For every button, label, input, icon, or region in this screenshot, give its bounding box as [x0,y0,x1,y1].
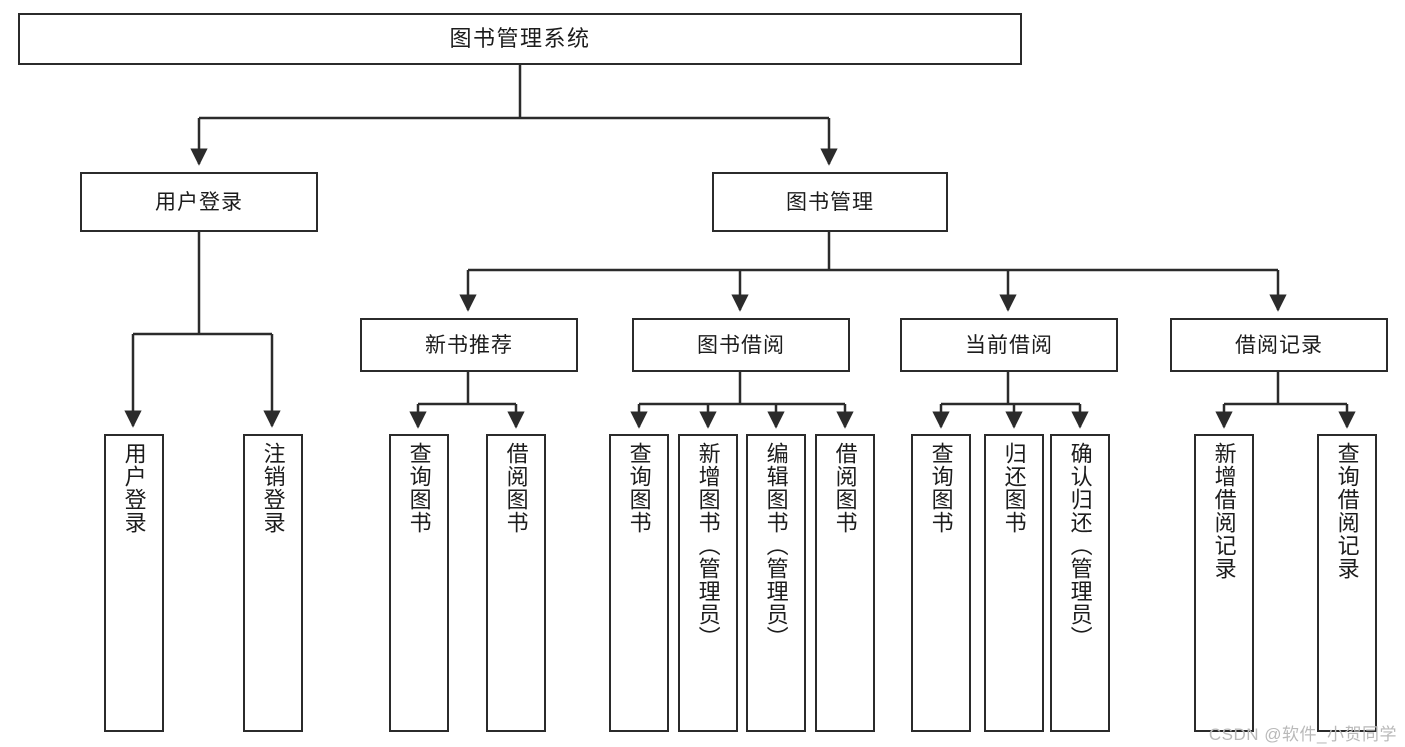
node-label: 当前借阅 [965,333,1053,357]
node-label: 图书管理系统 [449,26,591,51]
node-label: 查询图书 [406,442,432,534]
node-label: 查询借阅记录 [1334,442,1360,580]
leaf-edit-book[interactable]: 编辑图书（管理员） [746,434,806,732]
node-label: 借阅记录 [1235,333,1323,357]
node-label: 用户登录 [155,190,243,214]
node-label: 借阅图书 [832,442,858,534]
leaf-query-book-2[interactable]: 查询图书 [609,434,669,732]
node-label: 新增图书（管理员） [695,442,721,649]
node-label: 新增借阅记录 [1211,442,1237,580]
leaf-borrow-book-1[interactable]: 借阅图书 [486,434,546,732]
node-user-login[interactable]: 用户登录 [80,172,318,232]
node-book-management[interactable]: 图书管理 [712,172,948,232]
node-current-borrow[interactable]: 当前借阅 [900,318,1118,372]
node-label: 查询图书 [626,442,652,534]
node-label: 借阅图书 [503,442,529,534]
leaf-query-book-1[interactable]: 查询图书 [389,434,449,732]
leaf-query-book-3[interactable]: 查询图书 [911,434,971,732]
leaf-add-record[interactable]: 新增借阅记录 [1194,434,1254,732]
leaf-return-book[interactable]: 归还图书 [984,434,1044,732]
node-borrow-records[interactable]: 借阅记录 [1170,318,1388,372]
node-label: 注销登录 [260,442,286,534]
node-label: 归还图书 [1001,442,1027,534]
node-label: 图书借阅 [697,333,785,357]
node-label: 图书管理 [786,190,874,214]
node-label: 用户登录 [121,442,147,534]
leaf-add-book[interactable]: 新增图书（管理员） [678,434,738,732]
leaf-query-record[interactable]: 查询借阅记录 [1317,434,1377,732]
node-root-system[interactable]: 图书管理系统 [18,13,1022,65]
leaf-borrow-book-2[interactable]: 借阅图书 [815,434,875,732]
leaf-logout[interactable]: 注销登录 [243,434,303,732]
node-book-borrow[interactable]: 图书借阅 [632,318,850,372]
node-label: 查询图书 [928,442,954,534]
csdn-watermark: CSDN @软件_小贺同学 [1208,725,1397,744]
node-label: 新书推荐 [425,333,513,357]
node-new-book-recommend[interactable]: 新书推荐 [360,318,578,372]
node-label: 编辑图书（管理员） [763,442,789,649]
leaf-confirm-return[interactable]: 确认归还（管理员） [1050,434,1110,732]
leaf-user-login[interactable]: 用户登录 [104,434,164,732]
node-label: 确认归还（管理员） [1067,442,1093,649]
